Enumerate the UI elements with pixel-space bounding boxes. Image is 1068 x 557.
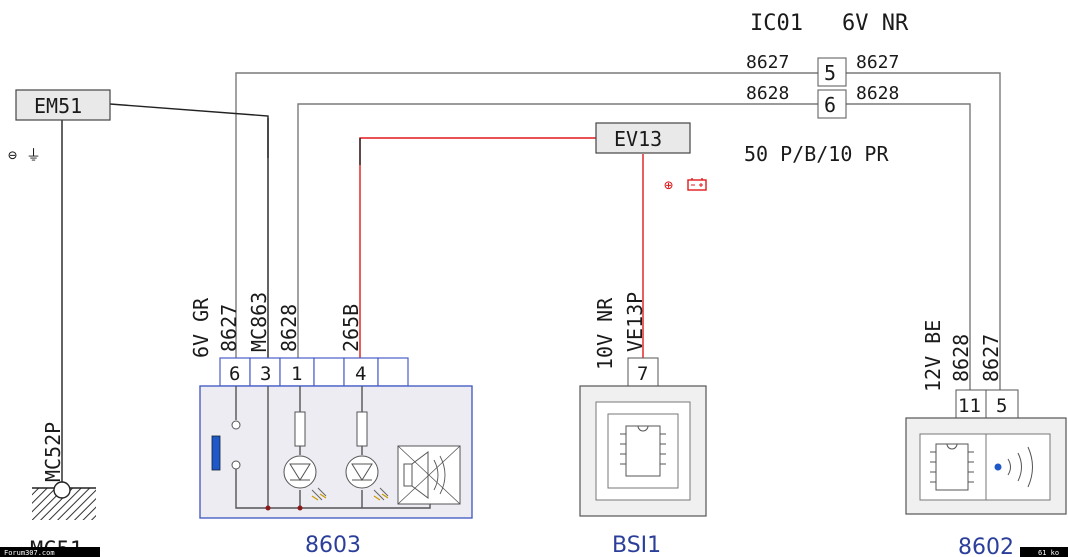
lamp-icon [283,455,327,501]
ic01-left-8628: 8628 [746,83,789,104]
8603-wire-8628: 8628 [277,304,301,352]
ic01-right-8627: 8627 [856,52,899,73]
switch-icon [211,435,221,471]
footer-site: Forum307.com [4,549,55,557]
ground-point-icon [53,481,71,499]
bsi1-connector-spec: 10V NR [593,297,617,370]
ic01-id: IC01 [750,11,803,36]
ev13-connector: EV13 ⊕ [595,122,707,194]
buzzer-icon [397,445,461,505]
8603-wire-mc863: MC863 [247,292,271,352]
footer: Forum307.com 61 ko [0,547,1068,557]
component-8603: 6V GR 8627 MC863 8628 265B 6 3 1 4 [189,292,473,557]
wire-8628 [297,103,971,390]
ic01-pin-5: 5 [824,61,836,85]
8602-wire-8627: 8627 [979,334,1003,382]
8603-pin-1: 1 [291,363,302,385]
ic01-right-8628: 8628 [856,83,899,104]
bsi1-wire-ve13p: VE13P [623,292,647,352]
mc51-ground: MC52P MC51 [30,422,96,557]
em51-ground-icon: ⊖ ⏚ [8,146,41,164]
wireless-signal-icon [994,446,1033,488]
8603-name: 8603 [305,533,361,557]
8602-pin-11: 11 [958,395,981,417]
component-bsi1: 10V NR VE13P 7 BSI1 [579,292,707,557]
8603-pin-4: 4 [355,363,366,385]
8602-name: 8602 [958,535,1014,557]
8603-connector-spec: 6V GR [189,297,213,358]
component-8602: 12V BE 8628 8627 11 5 8602 [905,320,1067,557]
chip-icon [930,443,974,491]
wire-265b [359,137,596,358]
ev13-id: EV13 [614,127,662,151]
battery-icon [687,178,707,191]
mc51-wire-label: MC52P [41,422,65,482]
8602-connector-spec: 12V BE [921,320,945,392]
wire-mc863 [109,103,269,358]
chip-icon [620,425,666,477]
lamp-icon [345,455,389,501]
footer-size: 61 ko [1038,549,1059,557]
em51-connector: EM51 ⊖ ⏚ [8,89,111,164]
8603-wire-8627: 8627 [217,304,241,352]
ic01-note: 50 P/B/10 PR [744,142,889,166]
8603-wire-265b: 265B [339,304,363,352]
em51-id: EM51 [34,94,82,118]
wire-8627 [235,72,1001,390]
8602-wire-8628: 8628 [949,334,973,382]
ev13-positive-symbol: ⊕ [664,176,673,194]
bsi1-pin-7: 7 [637,363,648,385]
ic01-connector: IC01 6V NR 5 6 8627 8628 8627 8628 50 P/… [744,11,909,166]
ic01-left-8627: 8627 [746,52,789,73]
8602-pin-5: 5 [996,395,1007,417]
ic01-spec: 6V NR [842,11,909,36]
ic01-pin-6: 6 [824,93,836,117]
bsi1-name: BSI1 [612,533,661,557]
8603-pin-3: 3 [260,363,271,385]
8603-pin-6: 6 [229,363,240,385]
